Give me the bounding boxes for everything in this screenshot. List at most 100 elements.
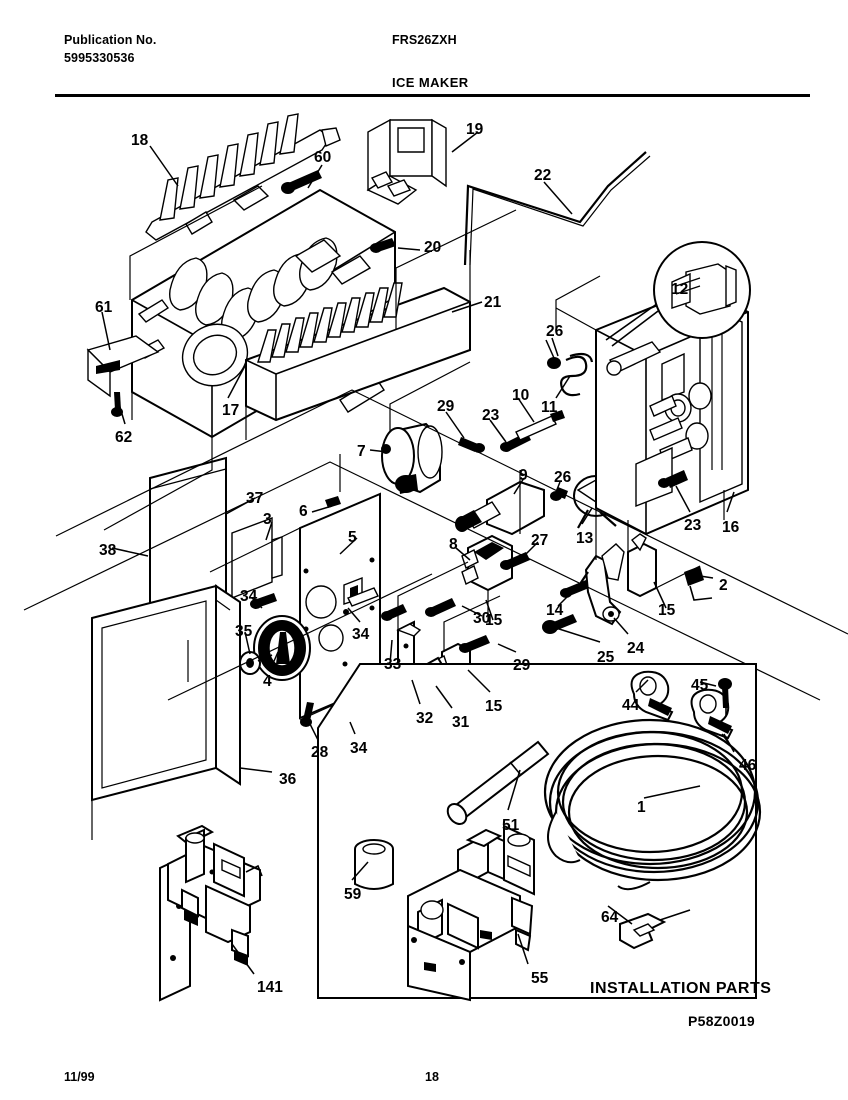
callout-34a: 34 [240,588,258,605]
revision-date: 11/99 [64,1070,95,1084]
callout-30: 30 [473,610,491,627]
part-4-drive-gear [253,615,311,681]
callout-51: 51 [502,817,520,834]
part-3-cover-plate [231,516,283,600]
part-26-screw [547,337,561,369]
callout-3: 3 [263,511,272,528]
callout-21: 21 [484,294,502,311]
part-33-screw [381,604,407,621]
callout-38: 38 [99,542,117,559]
callout-22: 22 [534,167,552,184]
part-45-screw [718,678,732,716]
callout-4: 4 [263,673,272,690]
callout-11: 11 [541,399,558,416]
callout-1: 1 [637,799,646,816]
callout-141: 141 [257,979,283,996]
callout-36: 36 [279,771,297,788]
part-14-pin [560,580,589,598]
callout-25: 25 [597,649,615,666]
callout-16: 16 [722,519,740,536]
page-number: 18 [425,1070,439,1084]
callout-26b: 26 [554,469,572,486]
part-44-tube-clamp [630,670,674,722]
part-28-screw [300,702,314,727]
callout-32: 32 [416,710,434,727]
part-30-screw [425,598,456,617]
part-25-screw [542,614,577,634]
part-5-mounting-plate [299,492,381,720]
callout-44: 44 [622,697,640,714]
callout-28: 28 [311,744,329,761]
callout-9: 9 [519,467,528,484]
callout-6: 6 [299,503,308,520]
callout-15c: 15 [485,698,503,715]
callout-26a: 26 [546,323,564,340]
part-60-screw [281,170,322,194]
publication-number: 5995330536 [64,51,135,65]
installation-parts-box [317,663,757,999]
callout-14: 14 [546,602,564,619]
callout-64: 64 [601,909,619,926]
model-number: FRS26ZXH [392,33,457,47]
callout-60: 60 [314,149,332,166]
callout-18: 18 [131,132,149,149]
part-36-ice-container [91,584,241,802]
diagram-id: P58Z0019 [688,1013,756,1029]
callout-23a: 23 [482,407,500,424]
part-10-pin [515,410,565,441]
callout-55: 55 [531,970,549,987]
part-20-screw [370,238,396,253]
callout-8: 8 [449,536,458,553]
callout-15b: 15 [658,602,676,619]
callout-61: 61 [95,299,113,316]
part-21-ice-stripper [245,282,471,422]
page-title: ICE MAKER [392,75,469,90]
callout-35: 35 [235,623,253,640]
callout-13: 13 [576,530,594,547]
part-55-water-valve [407,824,535,1002]
callout-37: 37 [246,490,264,507]
callout-62: 62 [115,429,133,446]
callout-15a: 15 [485,612,503,629]
installation-parts-label: INSTALLATION PARTS [590,980,772,997]
callout-7: 7 [357,443,366,460]
callout-46: 46 [739,757,757,774]
part-18-ejector-assembly [145,113,341,241]
screw [250,593,277,609]
callout-29a: 29 [437,398,455,415]
part-6-screw [311,496,341,513]
part-11-spring [560,352,594,397]
callout-leader-lines [101,131,735,975]
callout-24: 24 [627,640,645,657]
publication-label: Publication No. [64,33,157,47]
part-19-bracket [366,118,447,205]
callout-31: 31 [452,714,470,731]
part-2-terminal [684,566,713,601]
part-15-switch [627,533,657,598]
part-9-solenoid [455,480,545,536]
part-8-switch [461,534,513,592]
callout-12: 12 [671,281,689,298]
callout-10: 10 [512,387,530,404]
callout-2: 2 [719,577,728,594]
part-24-ejector-lever [575,543,625,626]
part-22-bail-arm [463,151,651,266]
callout-34c: 34 [350,740,368,757]
callout-23b: 23 [684,517,702,534]
callout-34b: 34 [352,626,370,643]
callout-59: 59 [344,886,362,903]
part-29-screw [458,437,485,453]
part-141-water-valve-assembly [159,824,263,1002]
callout-17: 17 [222,402,240,419]
callout-45: 45 [691,677,709,694]
callout-5: 5 [348,529,357,546]
part-59-grommet [354,839,394,890]
part-29b-screw [459,635,490,653]
callout-19: 19 [466,121,484,138]
callout-33: 33 [384,656,402,673]
callout-20: 20 [424,239,442,256]
callout-29b: 29 [513,657,531,674]
part-12-detail-bubble [653,241,751,339]
